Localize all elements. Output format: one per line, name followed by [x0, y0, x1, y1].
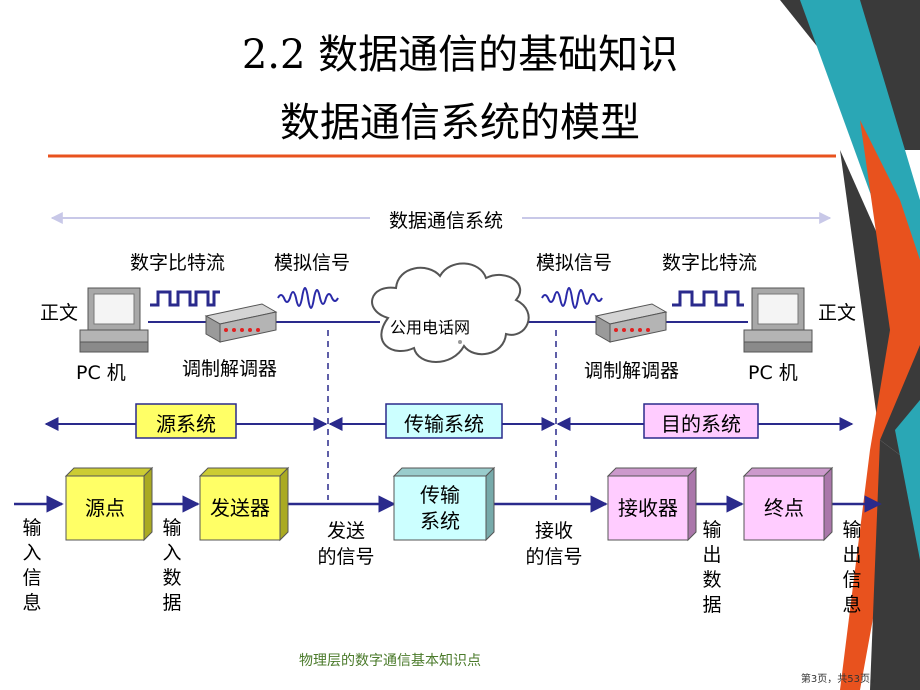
- pc-right-icon: [743, 287, 813, 353]
- label-bitstream-right: 数字比特流: [662, 252, 758, 274]
- label-bitstream-left: 数字比特流: [130, 252, 226, 274]
- label-pc-left: PC 机: [76, 362, 126, 384]
- label-analog-left: 模拟信号: [274, 252, 351, 274]
- label-text-right: 正文: [818, 302, 857, 324]
- page-subtitle: 数据通信系统的模型: [280, 100, 640, 146]
- block-source-point: [64, 466, 154, 542]
- label-modem-right: 调制解调器: [584, 360, 680, 382]
- pc-left-icon: [79, 287, 149, 353]
- block-receiver: [606, 466, 698, 542]
- section-label-destination: 目的系统: [661, 412, 741, 436]
- label-recv-signal-line1: 接收: [534, 520, 573, 542]
- block-label-source-point: 源点: [85, 496, 125, 520]
- cloud-dot: [458, 340, 462, 344]
- page-number: 第3页，共53页。: [800, 674, 880, 685]
- analog-wave-left-icon: [277, 287, 339, 309]
- bitstream-right-icon: [672, 290, 744, 307]
- label-output-data: 输出数据: [702, 519, 722, 616]
- section-box-transmission: [385, 403, 503, 439]
- footer-text: 物理层的数字通信基本知识点: [299, 653, 481, 669]
- label-network: 公用电话网: [390, 318, 471, 337]
- block-label-trans-line1: 传输: [420, 483, 460, 507]
- label-recv-signal-line2: 的信号: [525, 546, 583, 568]
- analog-wave-right-icon: [541, 287, 603, 309]
- modem-left-icon: [204, 303, 278, 343]
- label-modem-left: 调制解调器: [182, 358, 278, 380]
- block-label-transmitter: 发送器: [210, 496, 270, 520]
- label-input-info: 输入信息: [22, 517, 42, 614]
- label-input-data: 输入数据: [162, 517, 182, 614]
- section-box-source: [135, 403, 237, 439]
- block-label-trans-line2: 系统: [420, 509, 460, 533]
- label-pc-right: PC 机: [748, 362, 798, 384]
- bitstream-left-icon: [150, 290, 220, 307]
- label-sent-signal-line1: 发送: [326, 520, 365, 542]
- label-output-info: 输出信息: [842, 519, 862, 616]
- label-text-left: 正文: [40, 302, 79, 324]
- decorative-chevrons: [780, 0, 920, 690]
- modem-right-icon: [594, 303, 668, 343]
- label-sent-signal-line2: 的信号: [317, 546, 375, 568]
- block-transmitter: [198, 466, 290, 542]
- cloud-network-icon: [371, 262, 530, 363]
- page-title: 2.2 数据通信的基础知识: [241, 32, 679, 78]
- system-label: 数据通信系统: [370, 206, 522, 233]
- block-terminal: [742, 466, 834, 542]
- section-label-source: 源系统: [156, 412, 216, 436]
- label-analog-right: 模拟信号: [536, 252, 613, 274]
- block-label-receiver: 接收器: [618, 496, 678, 520]
- block-trans-system: [392, 466, 496, 542]
- block-label-terminal: 终点: [764, 496, 804, 520]
- section-box-destination: [643, 403, 759, 439]
- section-label-transmission: 传输系统: [404, 412, 484, 436]
